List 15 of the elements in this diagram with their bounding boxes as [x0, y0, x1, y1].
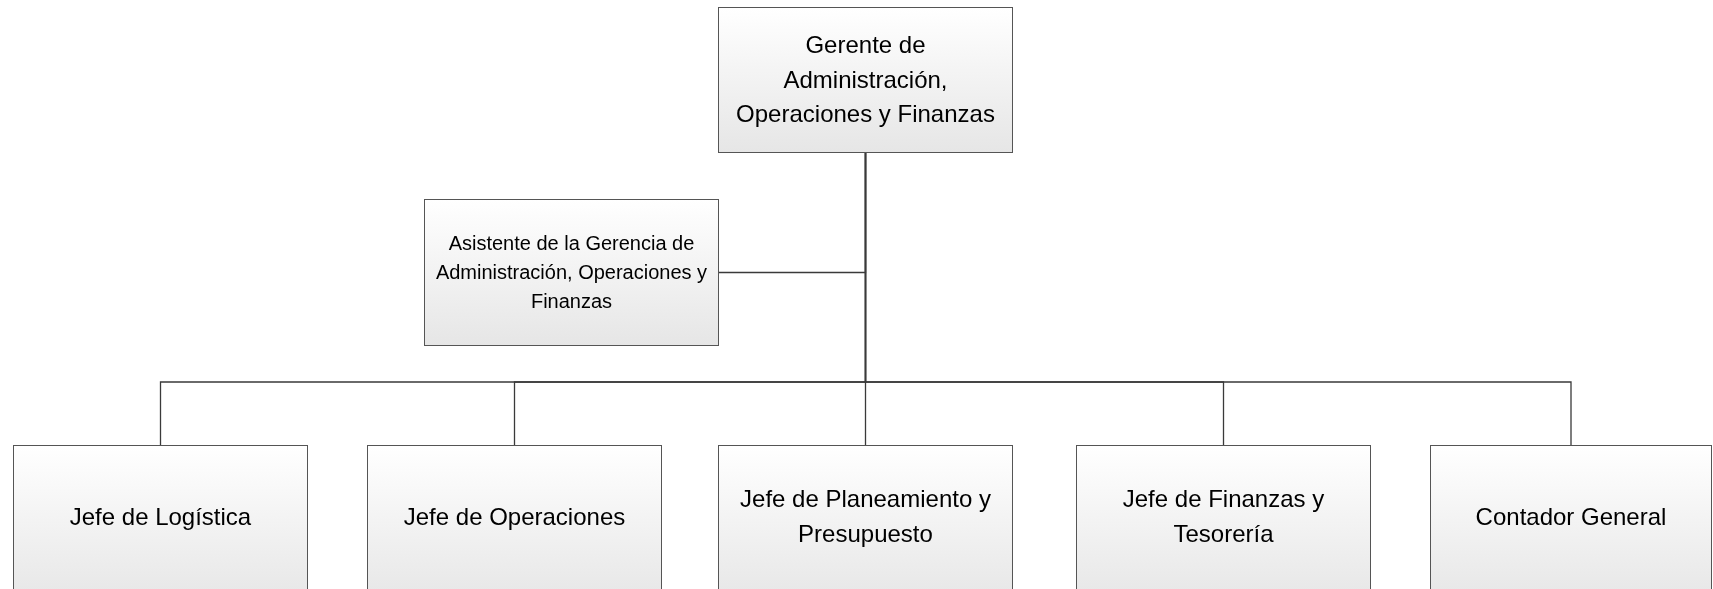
position-box — [718, 445, 1013, 589]
position-box — [424, 199, 719, 346]
position-title: Contador General — [1475, 501, 1667, 532]
position-box — [718, 7, 1013, 153]
position-title: Jefe de Finanzas y Tesorería — [1121, 484, 1326, 549]
position-box — [367, 445, 662, 589]
position-title: Jefe de Operaciones — [403, 501, 626, 532]
position-title: Asistente de la Gerencia de Administración, Operaciones y Finanzas — [434, 231, 709, 314]
position-title: Jefe de Logística — [69, 501, 252, 532]
position-title: Gerente de Administración, Operaciones y Finanzas — [735, 29, 996, 130]
connector-line — [864, 152, 1572, 446]
position-box — [13, 445, 308, 589]
position-title: Jefe de Planeamiento y Presupuesto — [739, 484, 992, 549]
position-box — [1076, 445, 1371, 589]
position-box — [1430, 445, 1712, 589]
